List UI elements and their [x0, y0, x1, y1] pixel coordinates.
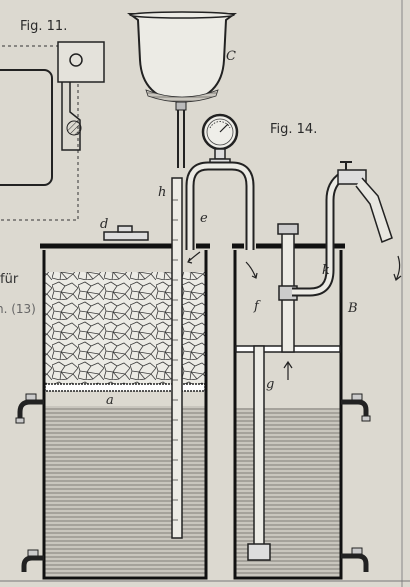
label-k: k [322, 263, 330, 278]
label-a: a [106, 393, 114, 408]
left-tank [40, 177, 210, 580]
water-tap-icon [337, 161, 402, 282]
label-e: e [200, 211, 208, 226]
label-g: g [266, 377, 274, 392]
water-tap-icon [341, 393, 371, 422]
water-tap-icon [341, 547, 369, 572]
pressure-gauge-icon [201, 113, 239, 165]
label-b: B [347, 301, 358, 316]
label-h: h [158, 185, 166, 200]
funnel-icon [127, 11, 237, 168]
water-tap-icon [21, 549, 44, 572]
label-c: C [226, 49, 236, 64]
outlet-pipe-k [292, 172, 345, 297]
label-f: f [253, 299, 261, 314]
fig14-caption: Fig. 14. [270, 122, 317, 137]
right-tank-b [187, 223, 345, 580]
side-text-ref: n. (13) [0, 302, 36, 316]
side-text-fuer: für [0, 272, 19, 287]
fig11-caption: Fig. 11. [20, 19, 67, 34]
water-tap-icon [15, 393, 44, 424]
fig11-fragment [0, 41, 105, 221]
connecting-pipe-e [185, 161, 255, 250]
label-d: d [100, 217, 108, 232]
